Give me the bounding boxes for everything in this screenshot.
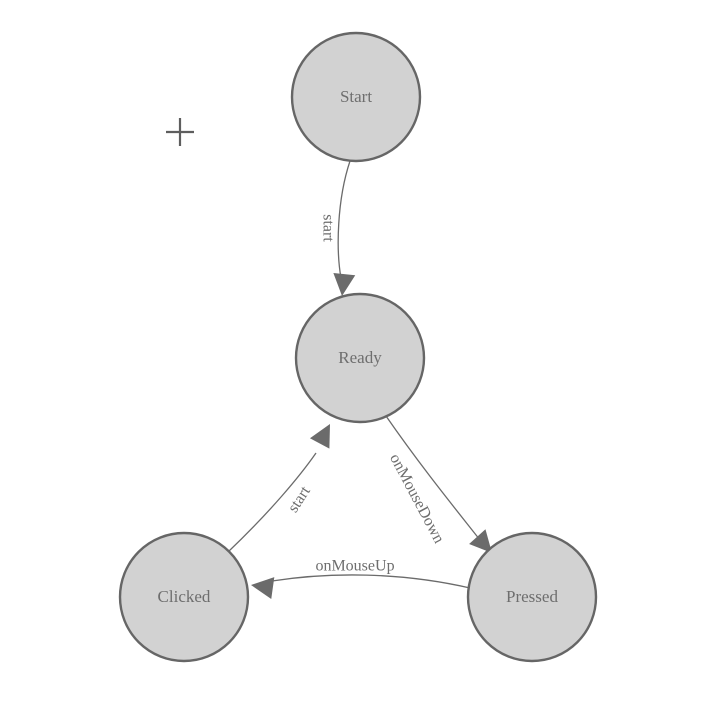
node-label-clicked: Clicked [158,587,211,606]
node-pressed[interactable]: Pressed [466,531,598,663]
edge-ready-to-pressed[interactable]: onMouseDown [385,415,500,560]
node-clicked[interactable]: Clicked [118,531,250,663]
edge-path-start-to-ready [337,160,351,279]
node-label-start: Start [340,87,372,106]
node-label-ready: Ready [338,348,382,367]
arrow-head-ready-to-pressed [469,529,492,553]
edge-clicked-to-ready[interactable]: start [227,419,340,553]
arrow-head-start-to-ready [333,272,356,296]
node-circle-pressed[interactable] [466,531,598,663]
nodes-layer: Start Ready Clicked Pressed [118,31,598,663]
node-ready[interactable]: Ready [294,292,426,424]
arrow-head-clicked-to-ready [309,424,330,449]
edge-pressed-to-clicked[interactable]: onMouseUp [249,558,471,599]
edge-label-ready-to-pressed: onMouseDown [386,451,447,546]
edge-path-ready-to-pressed [385,415,481,541]
crosshair-icon [166,118,194,146]
arrow-head-pressed-to-clicked [251,577,275,599]
node-circle-start[interactable] [290,31,422,163]
edge-label-start-to-ready: start [319,214,336,242]
edge-start-to-ready[interactable]: start [319,160,356,297]
node-circle-clicked[interactable] [118,531,250,663]
edge-path-pressed-to-clicked [271,574,471,589]
edge-label-pressed-to-clicked: onMouseUp [315,558,394,575]
node-start[interactable]: Start [290,31,422,163]
edge-path-clicked-to-ready [227,452,317,553]
node-label-pressed: Pressed [506,587,558,606]
node-circle-ready[interactable] [294,292,426,424]
